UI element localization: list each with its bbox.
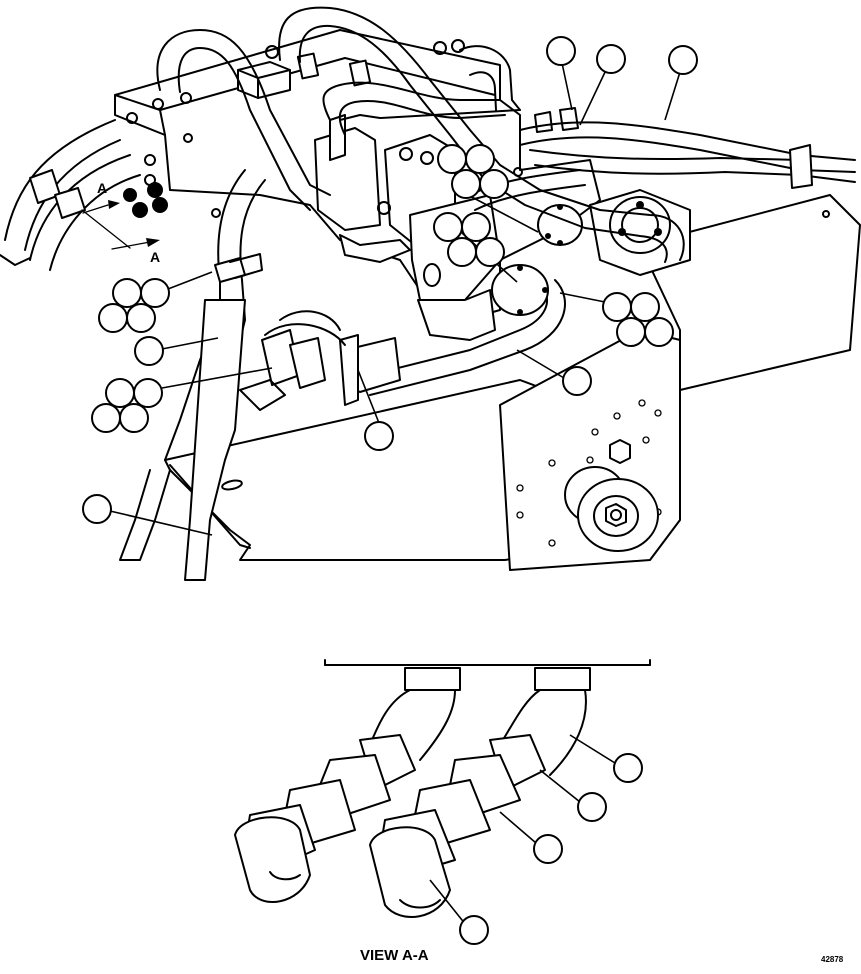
section-markers: A A	[81, 180, 160, 265]
callout-c26	[596, 44, 626, 74]
main-assembly-view: A A	[0, 6, 861, 581]
left-coupling	[234, 667, 461, 903]
callout-c25	[546, 36, 576, 66]
callout-c15	[616, 317, 646, 347]
callout-c10	[82, 494, 112, 524]
callout-c6	[105, 378, 135, 408]
callout-c19	[451, 169, 481, 199]
callout-c17	[437, 144, 467, 174]
view-caption: VIEW A-A	[360, 947, 429, 964]
steel-tubes	[156, 6, 685, 263]
callout-c2	[140, 278, 170, 308]
view-a-a: VIEW A-A	[234, 659, 651, 964]
callout-c23	[447, 237, 477, 267]
callout-c8	[91, 403, 121, 433]
callout-c29	[577, 792, 607, 822]
front-return-tube	[239, 264, 566, 411]
section-marker-top: A	[97, 180, 107, 196]
callout-c27	[668, 45, 698, 75]
callout-c9	[119, 403, 149, 433]
callout-c22	[461, 212, 491, 242]
callout-c28	[613, 753, 643, 783]
callouts-main	[82, 36, 698, 524]
leader-lines	[109, 62, 681, 536]
callout-c5	[134, 336, 164, 366]
callout-c12	[562, 366, 592, 396]
callout-c14	[630, 292, 660, 322]
callout-c4	[126, 303, 156, 333]
callout-c31	[459, 915, 489, 945]
section-marker-bottom: A	[150, 249, 160, 265]
callout-c30	[533, 834, 563, 864]
callout-c18	[465, 144, 495, 174]
callout-c16	[644, 317, 674, 347]
callout-c3	[98, 303, 128, 333]
callout-c13	[602, 292, 632, 322]
callout-c1	[112, 278, 142, 308]
callout-c7	[133, 378, 163, 408]
hoses-left-fittings	[0, 119, 168, 271]
pulley	[564, 466, 659, 552]
figure-number: 42878	[821, 955, 844, 964]
pump-housing	[537, 189, 691, 276]
callout-c11	[364, 421, 394, 451]
pilot-lines-right	[339, 107, 856, 211]
callout-c20	[479, 169, 509, 199]
hose-bundle-left	[119, 169, 266, 581]
callout-c24	[475, 237, 505, 267]
right-coupling	[369, 667, 591, 918]
callout-c21	[433, 212, 463, 242]
